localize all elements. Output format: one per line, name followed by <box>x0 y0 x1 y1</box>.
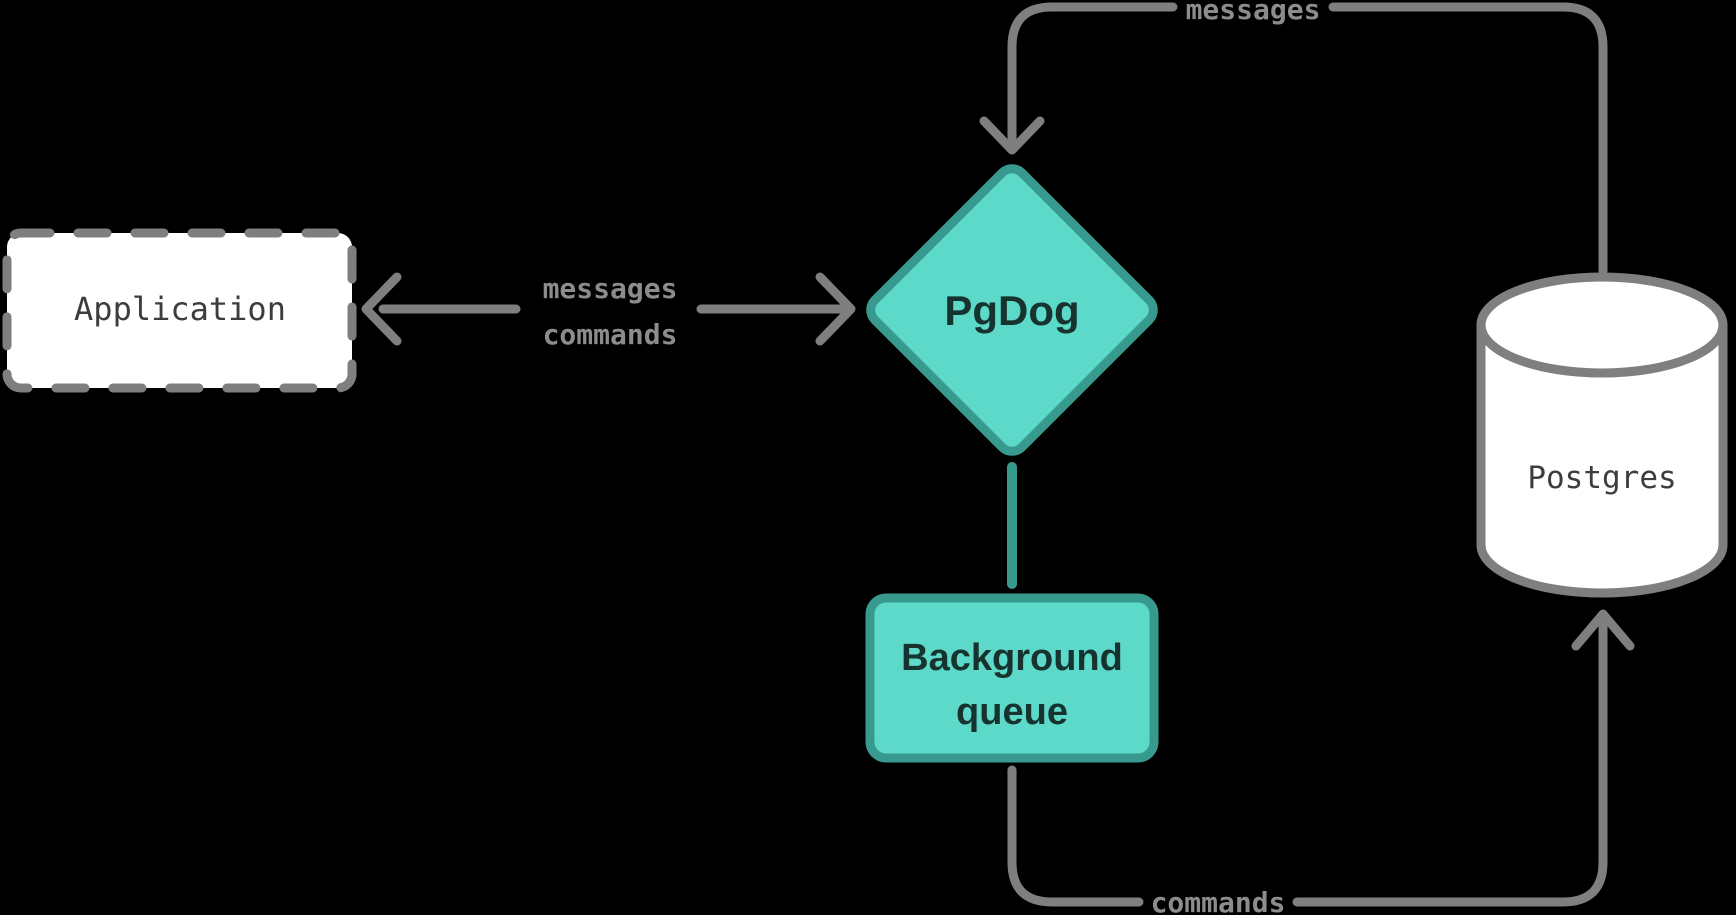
background-queue-label-line2: queue <box>956 691 1068 733</box>
edge-label-commands-left: commands <box>543 318 678 351</box>
application-label: Application <box>74 290 286 328</box>
edge-queue-postgres-line-right <box>1292 611 1608 907</box>
pgdog-label: PgDog <box>944 287 1079 334</box>
arrowhead-up <box>1571 609 1635 651</box>
edge-label-messages-left: messages <box>543 272 678 305</box>
background-queue-node: Background queue <box>865 593 1159 763</box>
edge-postgres-pgdog-line-right <box>1328 2 1608 276</box>
background-queue-box <box>865 593 1159 763</box>
edge-postgres-pgdog-line-left <box>1007 2 1178 150</box>
application-box <box>2 228 357 393</box>
edge-label-commands-bottom: commands <box>1151 886 1286 915</box>
edge-queue-postgres-line-left <box>1007 765 1144 907</box>
postgres-cylinder-top <box>1476 272 1728 378</box>
postgres-cylinder-body <box>1476 320 1728 598</box>
edge-queue-postgres: commands <box>1007 609 1635 915</box>
postgres-node: Postgres <box>1476 272 1728 598</box>
edge-app-pgdog: messages commands <box>361 272 856 351</box>
arrowhead-right <box>815 272 856 346</box>
application-node: Application <box>2 228 357 393</box>
pgdog-diamond <box>866 164 1158 456</box>
postgres-label: Postgres <box>1527 460 1676 496</box>
edge-postgres-pgdog: messages <box>979 0 1608 276</box>
edge-label-messages-top: messages <box>1186 0 1321 26</box>
pgdog-node: PgDog <box>866 164 1158 456</box>
background-queue-label-line1: Background <box>901 637 1123 679</box>
arrowhead-left <box>361 272 402 346</box>
arrowhead-down <box>979 116 1045 155</box>
